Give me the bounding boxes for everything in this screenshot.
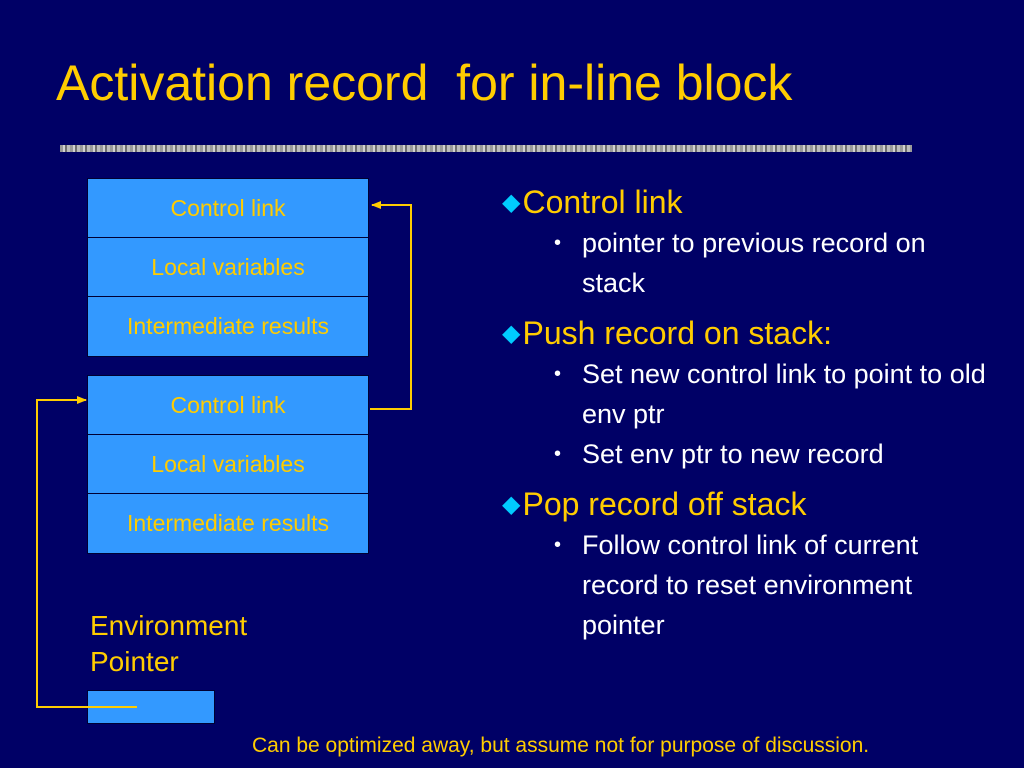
diamond-bullet-icon: ◆ <box>502 189 521 216</box>
bullet-pop-record: ◆Pop record off stack <box>502 486 807 522</box>
control-link-cell: Control link <box>88 179 368 238</box>
footnote: Can be optimized away, but assume not fo… <box>252 734 870 757</box>
sub-bullet: •Set new control link to point to old en… <box>554 354 992 434</box>
slide-title: Activation record for in-line block <box>56 55 793 111</box>
bullet-control-link: ◆Control link <box>502 184 683 220</box>
dot-bullet-icon: • <box>554 534 562 556</box>
env-label-line-2: Pointer <box>90 646 179 677</box>
control-link-arrow <box>370 201 412 410</box>
env-label-line-1: Environment <box>90 610 248 641</box>
dot-bullet-icon: • <box>554 443 562 465</box>
environment-pointer-label: Environment Pointer <box>90 608 247 680</box>
control-link-cell: Control link <box>88 376 368 435</box>
title-divider <box>60 145 912 152</box>
sub-bullet: •Set env ptr to new record <box>554 434 992 474</box>
local-variables-cell: Local variables <box>88 238 368 297</box>
bullet-push-record: ◆Push record on stack: <box>502 315 832 351</box>
activation-record-upper: Control link Local variables Intermediat… <box>87 178 369 357</box>
intermediate-results-cell: Intermediate results <box>127 313 329 339</box>
bullet-list: ◆Control link •pointer to previous recor… <box>502 182 1002 645</box>
environment-pointer-arrow <box>36 396 137 708</box>
sub-bullet: •pointer to previous record on stack <box>554 223 992 303</box>
sub-bullet: •Follow control link of current record t… <box>554 525 992 645</box>
local-variables-cell: Local variables <box>88 435 368 494</box>
diamond-bullet-icon: ◆ <box>502 320 521 347</box>
activation-record-lower: Control link Local variables Intermediat… <box>87 375 369 554</box>
dot-bullet-icon: • <box>554 232 562 254</box>
intermediate-results-cell: Intermediate results <box>127 510 329 536</box>
dot-bullet-icon: • <box>554 363 562 385</box>
diamond-bullet-icon: ◆ <box>502 491 521 518</box>
